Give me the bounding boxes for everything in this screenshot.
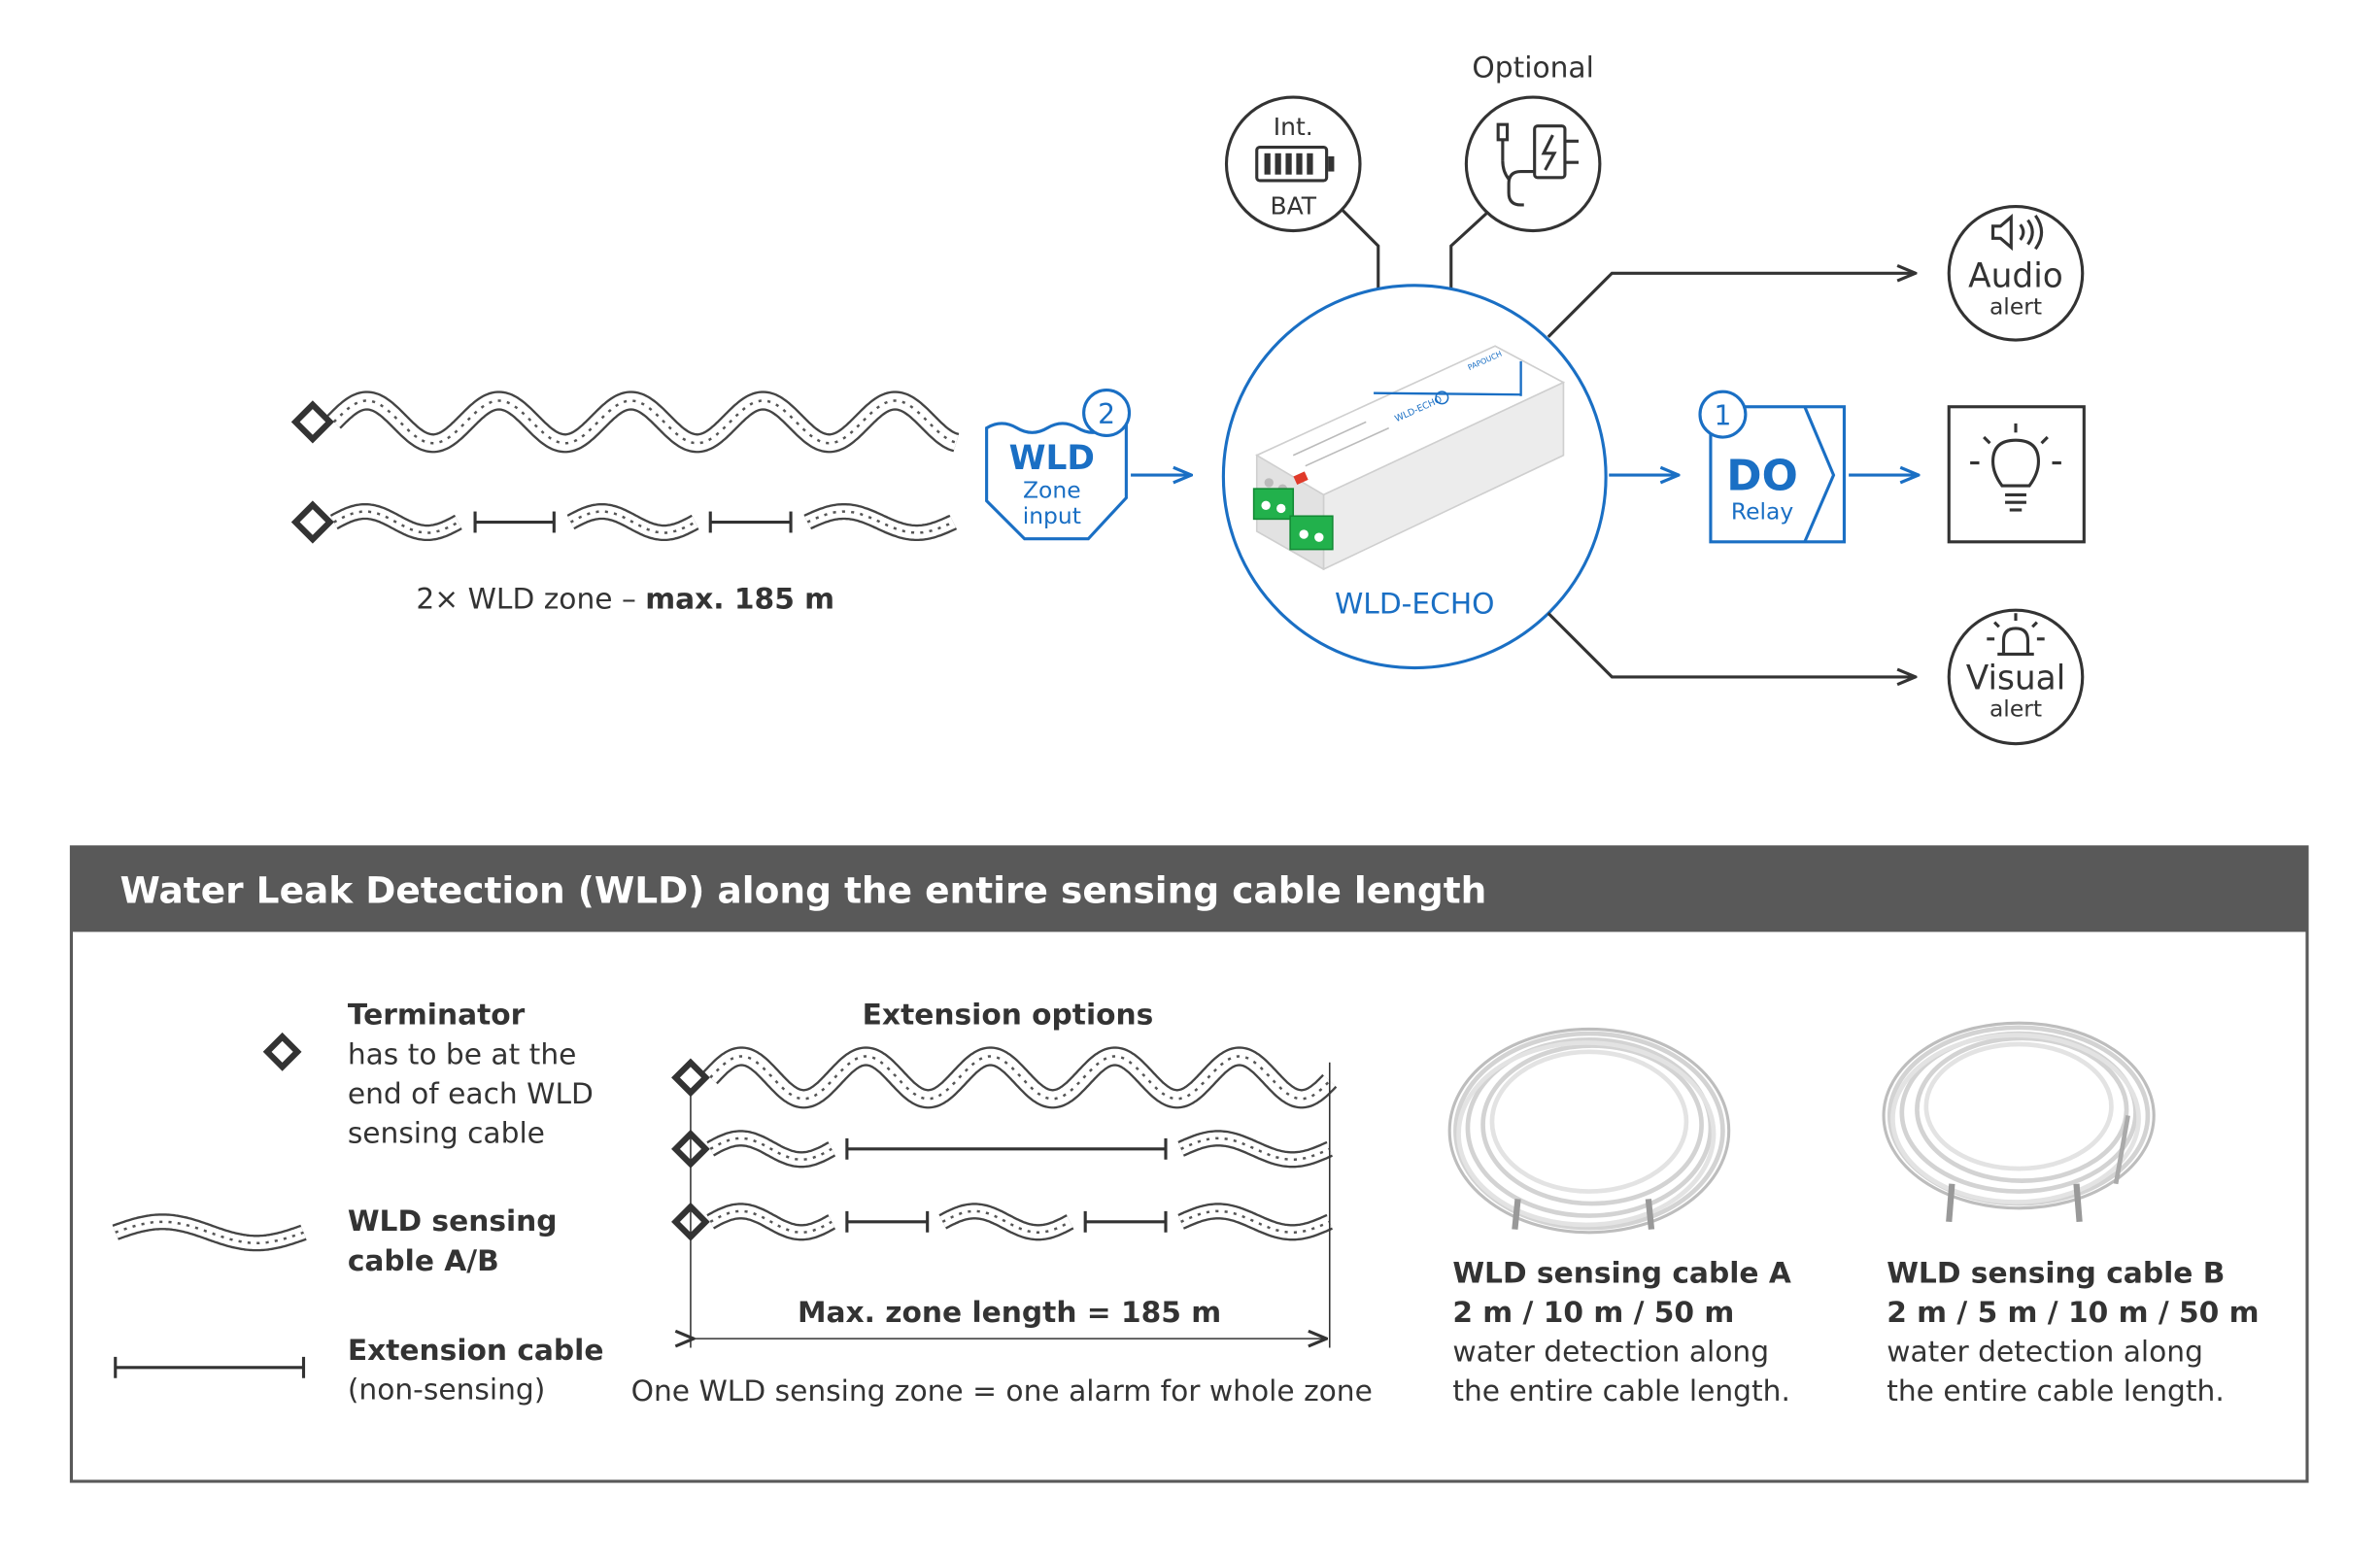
extension-cable-1 (473, 511, 556, 533)
adapter-connection (1449, 211, 1489, 288)
badge-1: 1 (1698, 390, 1748, 439)
cable-a-line-1: water detection along (1452, 1335, 1769, 1369)
zone-length-caption: 2× WLD zone – max. 185 m (416, 582, 834, 616)
cable-dots (1180, 1136, 1331, 1161)
visual-alert: Visual alert (1947, 608, 2085, 746)
audio-alert-title: Audio (1968, 256, 2063, 295)
visual-alert-title: Visual (1966, 659, 2066, 697)
cable-b-line-1: water detection along (1887, 1335, 2203, 1369)
visual-connection (1547, 612, 1916, 677)
zone-note: One WLD sensing zone = one alarm for who… (631, 1373, 1373, 1407)
power-adapter-icon (1496, 122, 1579, 207)
extension-options: Extension options (631, 998, 1373, 1408)
device-label: WLD-ECHO (1335, 586, 1495, 620)
cable-a-line-2: the entire cable length. (1452, 1373, 1790, 1407)
battery-connection (1341, 208, 1380, 288)
optional-label: Optional (1472, 51, 1593, 85)
cable-fill (804, 505, 957, 539)
zone-caption-prefix: 2× WLD zone – (416, 582, 645, 616)
badge-1-label: 1 (1714, 399, 1731, 431)
light-output (1947, 405, 2086, 544)
cable-b-sizes: 2 m / 5 m / 10 m / 50 m (1887, 1295, 2259, 1329)
speaker-icon (1991, 214, 2044, 252)
input-cables: 2× WLD zone – max. 185 m (290, 390, 960, 616)
cable-b-image (1882, 1021, 2156, 1223)
cable-fill (328, 392, 959, 452)
battery-icon (1255, 146, 1335, 183)
cable-fill (113, 1215, 306, 1249)
cable-dots (709, 1209, 833, 1234)
extension-cable-2 (708, 511, 793, 533)
battery-bottom-label: BAT (1270, 191, 1316, 220)
wld-echo-device: PAPOUCH WLD-ECHO WLD-ECHO (1221, 284, 1608, 670)
terminator-legend-icon (262, 1032, 302, 1071)
cable-a-title: WLD sensing cable A (1452, 1255, 1791, 1289)
audio-alert-sub: alert (1989, 292, 2042, 320)
terminator-line-1: has to be at the (348, 1036, 577, 1070)
terminator-icon (290, 500, 334, 544)
wld-input-line1: Zone (1023, 476, 1081, 503)
visual-alert-sub: alert (1989, 695, 2042, 723)
battery-top-label: Int. (1274, 113, 1313, 141)
cable-dots (333, 510, 459, 534)
terminal-block-1 (1252, 488, 1295, 521)
ext-option-3-extension-1 (845, 1210, 930, 1233)
do-relay: DO Relay 1 (1698, 390, 1846, 544)
cable-dots (1180, 1209, 1331, 1234)
cable-dots (709, 1136, 833, 1161)
terminator-title: Terminator (348, 998, 526, 1032)
max-length-label: Max. zone length = 185 m (798, 1295, 1221, 1329)
sensing-line-1: WLD sensing (348, 1204, 558, 1238)
wld-input-title: WLD (1009, 439, 1095, 478)
power-adapter-circle (1464, 95, 1602, 233)
terminal-block-2 (1289, 515, 1334, 551)
cable-fill (939, 1204, 1073, 1238)
extension-sub: (non-sensing) (348, 1373, 546, 1407)
ext-options-title: Extension options (863, 998, 1154, 1032)
cable-dots (709, 1055, 1331, 1101)
relay-title: DO (1726, 452, 1798, 501)
audio-connection (1547, 273, 1916, 338)
ext-option-2-extension (845, 1137, 1168, 1160)
terminator-line-3: sensing cable (348, 1116, 545, 1150)
badge-2-label: 2 (1098, 398, 1115, 430)
cable-dots (332, 399, 957, 445)
cable-b-title: WLD sensing cable B (1887, 1255, 2225, 1289)
audio-alert: Audio alert (1947, 204, 2085, 342)
wld-zone-cable-extended (329, 502, 958, 542)
legend-header (71, 846, 2307, 933)
terminator-line-2: end of each WLD (348, 1076, 594, 1110)
legend-title: Water Leak Detection (WLD) along the ent… (119, 869, 1486, 912)
wld-input-line2: input (1023, 502, 1081, 529)
ext-option-3-extension-2 (1083, 1210, 1168, 1233)
device-image: PAPOUCH WLD-ECHO (1252, 345, 1566, 571)
terminator-icon (290, 400, 334, 444)
wld-zone-input: WLD Zone input 2 (985, 389, 1132, 541)
zone-caption-max: max. 185 m (645, 582, 834, 616)
relay-sub: Relay (1731, 497, 1793, 525)
extension-title: Extension cable (348, 1333, 604, 1367)
cable-dots (569, 510, 697, 534)
beacon-icon (1987, 613, 2045, 656)
extension-cable-legend-icon (114, 1356, 306, 1378)
cable-a-image (1447, 1027, 1731, 1235)
cable-a-sizes: 2 m / 10 m / 50 m (1452, 1295, 1734, 1329)
badge-2: 2 (1082, 389, 1132, 437)
sensing-line-2: cable A/B (348, 1243, 499, 1277)
battery-circle: Int. BAT (1224, 95, 1362, 233)
cable-b-line-2: the entire cable length. (1887, 1373, 2225, 1407)
lightbulb-icon (1970, 423, 2061, 512)
legend-panel: Water Leak Detection (WLD) along the ent… (69, 845, 2309, 1483)
